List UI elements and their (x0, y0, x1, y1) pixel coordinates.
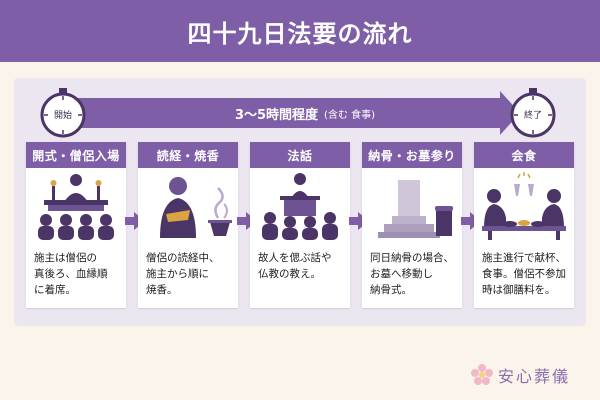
end-label: 終了 (523, 111, 542, 121)
step-card-meal: 会食 施主進行で献杯、 食事。僧侶不参加 時は御膳料を。 (474, 142, 574, 308)
step-title: 会食 (474, 142, 574, 168)
step-description: 僧侶の読経中、 施主から順に 焼香。 (146, 252, 220, 296)
duration-text: 3〜5時間程度 (234, 107, 319, 123)
monk-incense-icon (160, 177, 232, 238)
step-card-sutra: 読経・焼香 僧侶の読経中、 施主から順に 焼香。 (138, 142, 238, 308)
step-description: 故人を偲ぶ話や 仏教の教え。 (258, 252, 332, 280)
grave-icon (378, 180, 453, 238)
header-banner: 四十九日法要の流れ (0, 0, 600, 62)
duration-note: (含む 食事) (324, 109, 376, 121)
meal-icon (482, 172, 566, 240)
step-title: 法話 (250, 142, 350, 168)
brand-name: 安心葬儀 (498, 367, 571, 386)
flower-logo-icon (471, 364, 493, 385)
step-title: 読経・焼香 (138, 142, 238, 168)
step-card-interment: 納骨・お墓参り 同日納骨の場合、 お墓へ移動し 納骨式。 (362, 142, 462, 308)
duration-bar (72, 98, 500, 128)
altar-ceremony-icon (38, 174, 114, 240)
start-stopwatch-icon: 開始 (36, 86, 90, 140)
step-card-sermon: 法話 故人を偲ぶ話や 仏教の教え。 (250, 142, 350, 308)
page-title: 四十九日法要の流れ (187, 19, 413, 48)
step-card-opening: 開式・僧侶入場 施主は僧侶の 真後ろ、血縁順 に着席。 (26, 142, 126, 308)
brand-logo: 安心葬儀 (470, 362, 570, 388)
duration-label: 3〜5時間程度 (含む 食事) (140, 98, 470, 128)
step-description: 施主進行で献杯、 食事。僧侶不参加 時は御膳料を。 (482, 252, 566, 296)
start-label: 開始 (53, 111, 72, 121)
step-title: 納骨・お墓参り (362, 142, 462, 168)
end-stopwatch-icon: 終了 (506, 86, 560, 140)
step-description: 同日納骨の場合、 お墓へ移動し 納骨式。 (370, 252, 454, 296)
sermon-icon (262, 173, 338, 240)
step-title: 開式・僧侶入場 (26, 142, 126, 168)
step-description: 施主は僧侶の 真後ろ、血縁順 に着席。 (34, 252, 108, 296)
